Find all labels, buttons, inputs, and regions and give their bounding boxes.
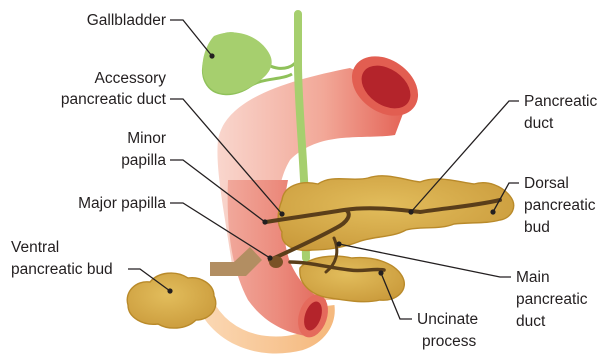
label-pancreatic-duct-line2: duct bbox=[524, 115, 554, 132]
label-uncinate-line2: process bbox=[422, 333, 477, 350]
dot-uncinate bbox=[378, 270, 383, 275]
dot-main-duct bbox=[336, 241, 341, 246]
label-major-papilla: Major papilla bbox=[78, 195, 166, 212]
ventral-pancreatic-bud bbox=[127, 247, 262, 328]
label-pancreatic-duct-line1: Pancreatic bbox=[524, 93, 597, 110]
label-accessory-duct-line1: Accessory bbox=[95, 70, 167, 87]
label-dorsal-bud-line1: Dorsal bbox=[524, 175, 569, 192]
label-minor-papilla-line1: Minor bbox=[127, 130, 166, 147]
dot-gallbladder bbox=[209, 53, 214, 58]
label-main-duct-line2: pancreatic bbox=[516, 291, 588, 308]
label-main-duct-line3: duct bbox=[516, 313, 546, 330]
dot-ventral-bud bbox=[167, 288, 172, 293]
dot-major-papilla bbox=[267, 255, 272, 260]
label-ventral-bud-line1: Ventral bbox=[11, 239, 59, 256]
label-main-duct-line1: Main bbox=[516, 269, 550, 286]
label-minor-papilla-line2: papilla bbox=[121, 152, 166, 169]
dot-pancreatic-duct bbox=[408, 209, 413, 214]
dot-dorsal-bud bbox=[490, 209, 495, 214]
label-ventral-bud-line2: pancreatic bud bbox=[11, 261, 113, 278]
label-uncinate-line1: Uncinate bbox=[417, 311, 478, 328]
dot-accessory-duct bbox=[279, 211, 284, 216]
label-gallbladder: Gallbladder bbox=[87, 12, 166, 29]
label-accessory-duct-line2: pancreatic duct bbox=[61, 91, 167, 108]
label-dorsal-bud-line3: bud bbox=[524, 219, 550, 236]
label-dorsal-bud-line2: pancreatic bbox=[524, 197, 596, 214]
dot-minor-papilla bbox=[262, 219, 267, 224]
